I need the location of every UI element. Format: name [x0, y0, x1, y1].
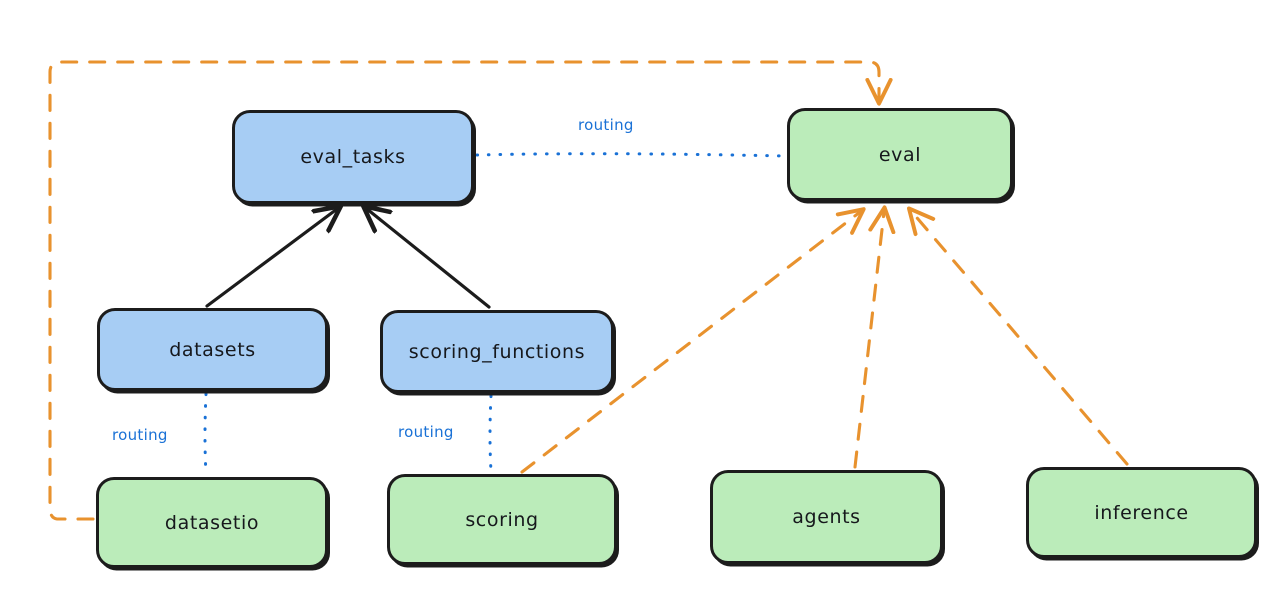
node-eval[interactable]: eval — [787, 108, 1013, 201]
node-label-scoring: scoring — [465, 508, 539, 531]
node-label-datasetio: datasetio — [164, 511, 260, 534]
node-label-eval-tasks: eval_tasks — [300, 146, 406, 168]
edge-datasets-to-eval-tasks — [205, 209, 337, 308]
edge-scoring-functions-to-scoring — [488, 394, 493, 473]
node-datasetio[interactable]: datasetio — [96, 477, 328, 568]
node-label-agents: agents — [792, 506, 861, 528]
node-inference[interactable]: inference — [1026, 467, 1257, 558]
edge-scoring-functions-to-eval-tasks — [367, 209, 491, 309]
edge-label-routing-scoring-functions-scoring: routing — [398, 423, 454, 441]
node-label-datasets: datasets — [169, 338, 256, 361]
node-label-inference: inference — [1094, 501, 1189, 524]
edge-label-routing-eval-tasks-eval: routing — [578, 116, 634, 134]
node-scoring-functions[interactable]: scoring_functions — [380, 310, 614, 393]
node-label-eval: eval — [878, 143, 922, 166]
edge-datasets-to-datasetio — [203, 392, 208, 476]
node-datasets[interactable]: datasets — [97, 308, 328, 391]
node-label-scoring-functions: scoring_functions — [408, 340, 586, 363]
edge-eval-tasks-to-eval — [475, 152, 786, 158]
edge-agents-to-eval — [853, 212, 884, 469]
node-eval-tasks[interactable]: eval_tasks — [232, 110, 474, 204]
node-scoring[interactable]: scoring — [387, 474, 617, 565]
node-agents[interactable]: agents — [710, 470, 943, 564]
edge-inference-to-eval — [912, 212, 1129, 466]
edge-label-routing-datasets-datasetio: routing — [112, 426, 168, 444]
